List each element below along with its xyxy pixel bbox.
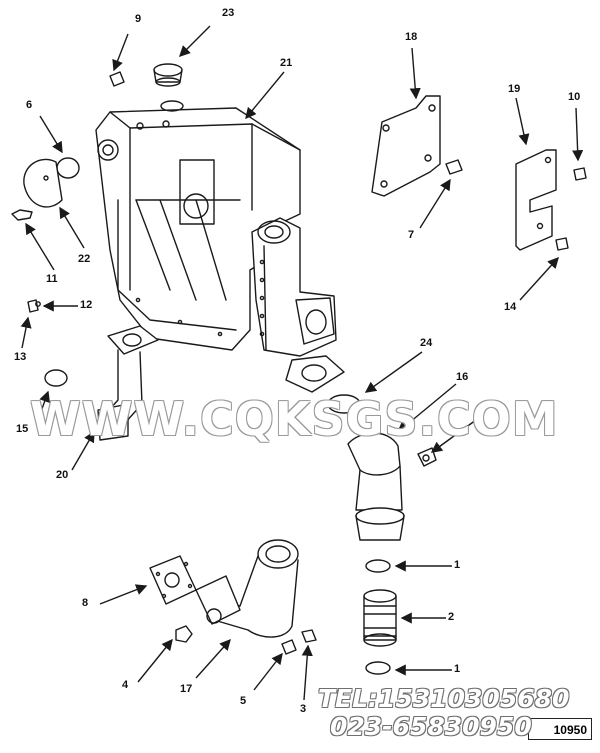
callout-22: 22 [78,253,91,265]
hose-elbow-16 [347,432,437,541]
callout-17: 17 [180,683,193,695]
gasket-8 [149,555,197,605]
capscrew-11 [11,209,33,221]
capscrew-7 [445,159,463,175]
capscrew-3 [301,629,317,643]
nut-4 [175,625,193,643]
capscrews-10-14 [555,167,587,251]
contact-tel: TEL:15310305680 [318,684,570,713]
callout-10: 10 [568,91,581,103]
callout-19: 19 [508,83,521,95]
callout-12: 12 [80,299,93,311]
callout-18: 18 [405,31,418,43]
figure-number-box: 10950 [528,718,592,740]
bracket-18 [371,95,441,197]
connector-sleeve-2 [363,589,397,647]
seal-ring-1-lower [365,661,391,675]
callout-20: 20 [56,469,69,481]
callout-1-lower: 1 [454,663,461,675]
outlet-elbow-17 [195,539,299,638]
bolt-9 [109,71,125,87]
callout-24: 24 [420,337,433,349]
fitting-12-13 [27,299,41,313]
callout-21: 21 [280,57,293,69]
elbow-tube-20 [97,325,159,441]
callout-13: 13 [14,351,27,363]
aftercooler-housing-21 [95,107,345,393]
callout-23: 23 [222,7,235,19]
callout-15: 15 [16,423,29,435]
callout-11: 11 [46,273,58,285]
callout-1-upper: 1 [478,409,485,421]
callout-14: 14 [504,301,517,313]
oring-15 [44,369,68,387]
callout-4: 4 [122,679,129,691]
bracket-19 [515,149,557,251]
contact-phone: 023-65830950 [330,712,532,741]
cover-plate-22 [23,158,63,208]
oring-6 [56,157,80,179]
leader-arrows [20,25,584,701]
callout-6: 6 [26,99,33,111]
callout-3: 3 [300,703,307,715]
oring-24 [327,394,361,414]
callout-8: 8 [82,597,89,609]
callout-9: 9 [135,13,142,25]
callout-2: 2 [448,611,455,623]
callout-16: 16 [456,371,469,383]
callout-7: 7 [408,229,415,241]
filler-cap-23 [153,63,184,112]
callout-1-middle: 1 [454,559,461,571]
seal-ring-1-upper [365,559,391,573]
website-watermark: WWW.CQKSGS.COM [30,392,559,446]
capscrew-5 [281,639,297,655]
callout-5: 5 [240,695,247,707]
